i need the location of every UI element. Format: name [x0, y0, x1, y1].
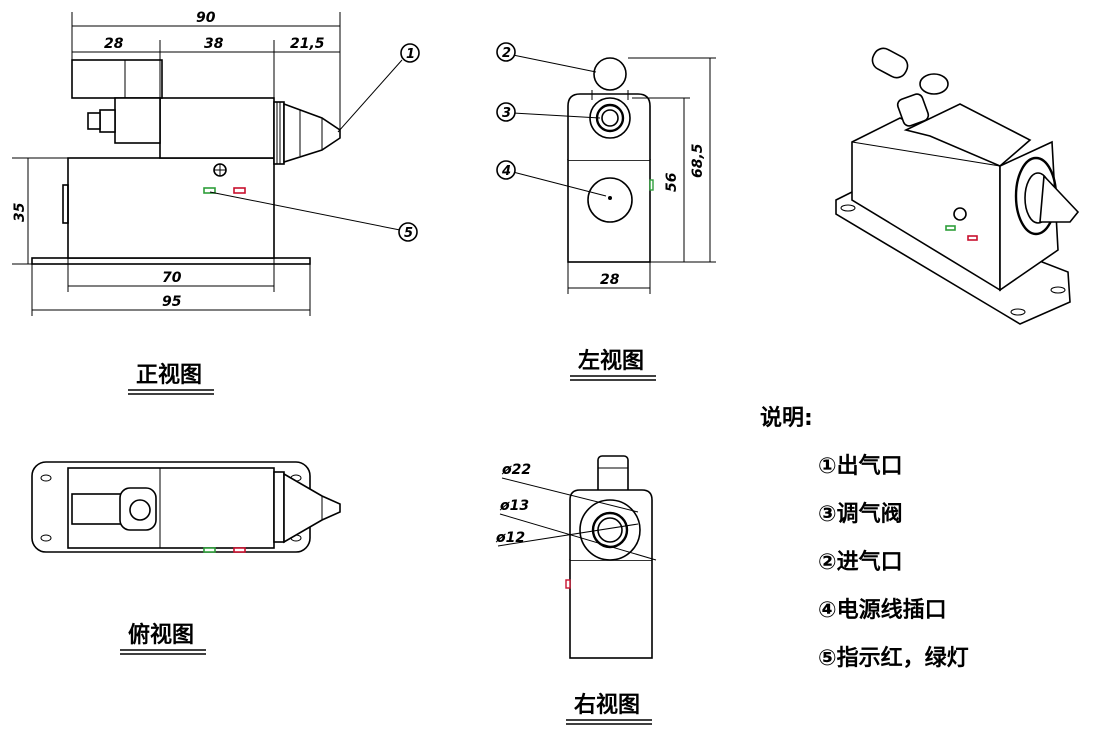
front-upper-body: [159, 97, 275, 159]
legend-item-valve: ③调气阀: [818, 501, 903, 527]
front-inlet-fitting: [71, 59, 163, 99]
dim-front-seg2: 38: [204, 36, 224, 52]
svg-text:1: 1: [406, 47, 415, 62]
left-inlet-fitting: [593, 57, 627, 91]
front-base-plate: [31, 257, 311, 265]
front-valve-knob: [99, 109, 116, 133]
svg-text:5: 5: [404, 226, 413, 241]
svg-text:4: 4: [501, 164, 511, 179]
right-view: ø22 ø13 ø12 右视图: [495, 455, 657, 725]
right-lower-body: [569, 559, 653, 659]
front-nozzle-ring: [273, 101, 285, 165]
front-view: 90 28 38 21,5 35 70 95 1 5 正视图: [12, 10, 420, 395]
front-side-tab: [62, 184, 69, 224]
iso-upper-body: [903, 103, 1032, 167]
legend-title: 说明:: [760, 405, 813, 431]
dim-front-lower-width: 70: [162, 270, 182, 286]
left-balloon-4: [496, 160, 516, 180]
iso-green-led: [945, 225, 956, 231]
right-view-title: 右视图: [574, 692, 640, 718]
dim-left-total-height: 68,5: [690, 143, 706, 178]
front-red-led: [233, 187, 246, 194]
front-lower-body: [67, 157, 275, 259]
right-outlet-outer: [579, 499, 641, 561]
front-balloon-5: [398, 222, 418, 242]
svg-text:3: 3: [502, 106, 511, 121]
dim-right-d13: ø13: [499, 498, 529, 514]
isometric-view: [835, 47, 1080, 325]
top-view: 俯视图: [31, 461, 341, 655]
legend: 说明: ①出气口 ③调气阀 ②进气口 ④电源线插口 ⑤指示红，绿灯: [760, 405, 969, 671]
top-view-title: 俯视图: [128, 622, 194, 648]
left-view-title: 左视图: [578, 348, 644, 374]
dim-right-d12: ø12: [495, 530, 525, 546]
left-balloon-3: [496, 102, 516, 122]
dim-front-seg3: 21,5: [290, 36, 325, 52]
iso-valve: [919, 73, 949, 95]
dim-left-body-height: 56: [664, 172, 680, 192]
front-nozzle-cone: [283, 102, 341, 164]
right-outlet-mid: [591, 511, 629, 549]
iso-inlet-fitting: [871, 47, 909, 79]
left-view: 68,5 56 28 2 3 4 左视图: [496, 42, 716, 381]
front-balloon-1: [400, 43, 420, 63]
legend-item-inlet: ②进气口: [818, 549, 903, 575]
iso-valve-knob: [896, 93, 930, 127]
front-view-title: 正视图: [136, 362, 202, 388]
svg-text:2: 2: [502, 46, 511, 61]
dim-left-width: 28: [600, 272, 620, 288]
front-valve-body: [114, 97, 161, 144]
front-green-led: [203, 187, 216, 194]
dim-right-d22: ø22: [501, 462, 531, 478]
iso-nozzle-cone: [1039, 174, 1080, 223]
dim-front-base-width: 95: [162, 294, 182, 310]
dim-front-seg1: 28: [104, 36, 124, 52]
legend-item-power: ④电源线插口: [818, 597, 947, 623]
legend-item-outlet: ①出气口: [818, 453, 903, 479]
left-balloon-2: [496, 42, 516, 62]
iso-screw: [953, 207, 967, 221]
dim-front-overall: 90: [196, 10, 216, 26]
iso-red-led: [967, 235, 978, 241]
dim-front-height: 35: [12, 202, 28, 222]
legend-item-leds: ⑤指示红，绿灯: [818, 645, 969, 671]
top-nozzle-cone: [283, 472, 341, 544]
